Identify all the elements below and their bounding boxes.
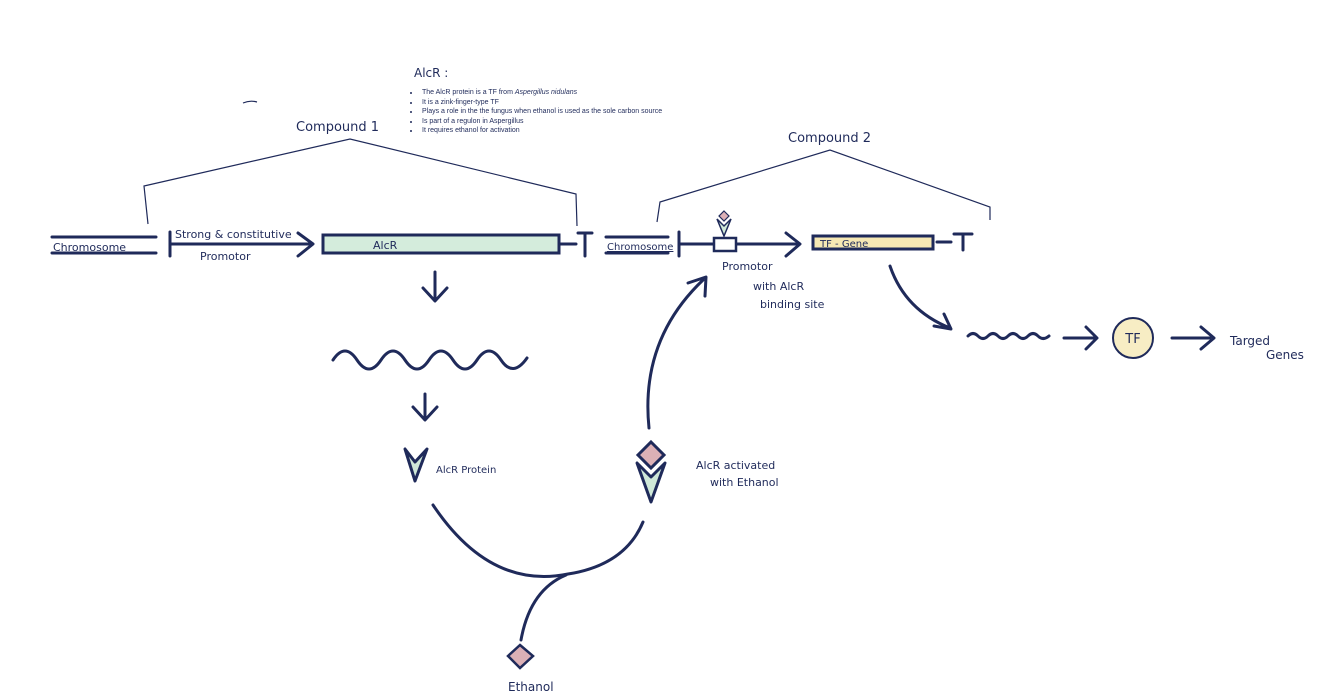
- promoter-1-label-line1: Strong & constitutive: [175, 228, 292, 241]
- chromosome-2-line: [604, 235, 670, 255]
- target-genes-label-line2: Genes: [1266, 348, 1304, 362]
- tf-gene-label: TF - Gene: [819, 239, 868, 250]
- tf-protein-circle: [1112, 317, 1154, 359]
- ethanol-join-curve: [519, 573, 568, 642]
- chromosome-1-label: Chromosome: [53, 241, 126, 254]
- alcr-info-note: AlcR : The AlcR protein is a TF from Asp…: [408, 66, 662, 136]
- promoter-2-label-line2: with AlcR: [753, 280, 804, 293]
- chromosome-2-label: Chromosome: [607, 242, 673, 253]
- alcr-note-item: It requires ethanol for activation: [420, 126, 662, 136]
- alcr-binding-site-box: [712, 236, 738, 253]
- terminator-1: [558, 231, 594, 258]
- alcr-expression-pathway: AlcR Protein: [331, 270, 529, 483]
- arrow-right-2: [1170, 325, 1216, 351]
- alcr-protein-label: AlcR Protein: [436, 465, 496, 476]
- arrow-down-2: [411, 392, 439, 422]
- activation-curve: [431, 503, 645, 579]
- arrow-right-1: [1062, 325, 1099, 351]
- stray-pen-mark: [242, 100, 258, 104]
- compound-2-bracket: [656, 149, 991, 223]
- compound-1: Compound 1 Chromosome Strong & constitut…: [50, 120, 594, 263]
- promoter-2-arrow: [677, 231, 802, 258]
- alcr-note-title: AlcR :: [414, 66, 449, 80]
- terminator-2: [935, 232, 974, 252]
- alcr-protein-icon: [403, 447, 429, 483]
- tf-protein-label: TF: [1124, 332, 1140, 347]
- compound-2-label: Compound 2: [788, 131, 871, 146]
- target-genes-label-line1: Targed: [1229, 334, 1270, 348]
- terminator-2-label: T: [955, 229, 956, 231]
- ethanol-label: Ethanol: [508, 680, 554, 694]
- ethanol-molecule-icon: [506, 643, 535, 670]
- alcr-note-item: Plays a role in the the fungus when etha…: [420, 107, 662, 117]
- promoter-1-arrow: [168, 231, 315, 258]
- alcr-note-item: It is a zink-finger-type TF: [420, 98, 662, 108]
- promoter-1-label-line2: Promotor: [200, 250, 251, 263]
- compound-1-bracket: [143, 138, 578, 227]
- promoter-2-label-line3: binding site: [760, 298, 825, 311]
- alcr-gene-box: [321, 233, 561, 255]
- alcr-note-item: Is part of a regulon in Aspergillus: [420, 117, 662, 127]
- activated-alcr-label-line1: AlcR activated: [696, 459, 775, 472]
- chromosome-1-line: [50, 235, 158, 255]
- terminator-1-label: T: [580, 229, 581, 231]
- tf-gene-box: [811, 234, 935, 251]
- tf-mrna-wave: [966, 332, 1051, 340]
- compound-1-label: Compound 1: [296, 120, 379, 135]
- tf-gene-curve-arrow: [888, 264, 953, 331]
- compound-2: Compound 2 Chromosome Promotor with AlcR…: [604, 131, 991, 311]
- alcr-note-list: The AlcR protein is a TF from Aspergillu…: [408, 88, 662, 136]
- promoter-2-label-line1: Promotor: [722, 260, 773, 273]
- tf-output-pathway: TF Targed Genes: [888, 264, 1304, 362]
- ethanol-activation: Ethanol AlcR activated with Ethanol: [431, 275, 779, 694]
- arrow-down-1: [421, 270, 449, 303]
- activated-alcr-icon: [635, 439, 667, 504]
- alcr-gene-label: AlcR: [373, 239, 398, 252]
- bound-alcr-icon: [716, 210, 732, 238]
- alcr-mrna-wave: [331, 349, 529, 371]
- alcr-note-item: The AlcR protein is a TF from Aspergillu…: [420, 88, 662, 98]
- activated-alcr-label-line2: with Ethanol: [710, 476, 779, 489]
- activation-arrow-up: [646, 275, 708, 430]
